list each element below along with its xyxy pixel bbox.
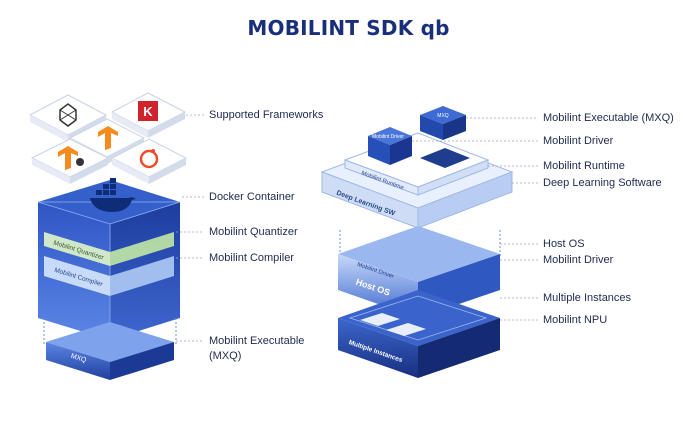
label-multiple-instances: Multiple Instances: [543, 292, 632, 304]
mxq-box-text: MXQ: [70, 353, 88, 365]
tensorflow-tile-bottom: [30, 138, 110, 184]
runtime-platform: Mobilint Runtime: [343, 132, 490, 196]
svg-text:K: K: [143, 104, 153, 119]
framework-tiles: K: [28, 92, 188, 184]
right-leader-lines: [412, 117, 538, 321]
label-mobilint-quantizer: Mobilint Quantizer: [209, 226, 298, 238]
driver-cube: Mobilint Driver: [368, 127, 412, 165]
label-mobilint-npu: Mobilint NPU: [543, 314, 608, 326]
npu-block: Multiple Instances: [338, 290, 500, 378]
label-mobilint-compiler: Mobilint Compiler: [209, 252, 294, 264]
label-mobilint-executable: Mobilint Executable: [209, 335, 305, 347]
keras-icon: K: [138, 101, 158, 121]
label-mobilint-driver-top: Mobilint Driver: [543, 135, 614, 147]
tensorflow-runtime-icon: [58, 146, 84, 170]
onnx-tile: [28, 94, 108, 142]
label-supported-frameworks: Supported Frameworks: [209, 109, 324, 121]
label-docker-container: Docker Container: [209, 191, 295, 203]
page-title: MOBILINT SDK qb: [247, 16, 450, 40]
label-mobilint-driver-bottom: Mobilint Driver: [543, 254, 614, 266]
keras-tile: K: [110, 92, 187, 138]
docker-whale-icon: [90, 178, 136, 212]
mxq-floating-cube: MXQ: [420, 106, 466, 140]
onnx-icon: [59, 103, 77, 127]
pytorch-icon: [139, 149, 159, 169]
mxq-block: MXQ: [46, 322, 174, 380]
label-deep-learning-software: Deep Learning Software: [543, 177, 662, 189]
label-mobilint-executable-mxq: Mobilint Executable (MXQ): [543, 112, 674, 124]
instance-chips: [360, 313, 426, 336]
left-leader-lines: [176, 114, 204, 342]
label-host-os: Host OS: [543, 238, 585, 250]
runtime-slot: [420, 148, 470, 168]
pytorch-tile: [110, 138, 188, 184]
tensorflow-icon: [98, 126, 118, 150]
mxq-cube-text: MXQ: [437, 113, 449, 119]
driver-cube-text: Mobilint Driver: [372, 134, 404, 140]
label-mxq: (MXQ): [209, 350, 242, 362]
label-mobilint-runtime: Mobilint Runtime: [543, 160, 625, 172]
